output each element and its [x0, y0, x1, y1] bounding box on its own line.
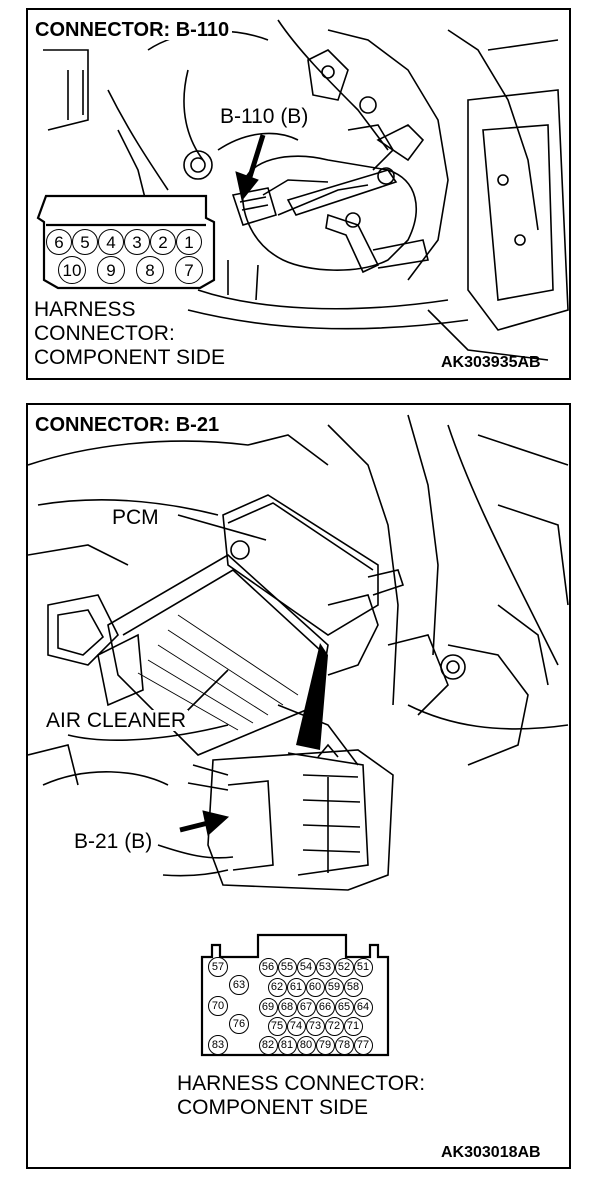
pin-5: 5 [72, 229, 98, 255]
b110-callout-label: B-110 (B) [218, 105, 311, 128]
pin-77: 77 [353, 1035, 373, 1055]
pin-10: 10 [58, 256, 86, 284]
pin-59: 59 [324, 977, 344, 997]
pin-51: 51 [353, 957, 373, 977]
pin-76: 76 [229, 1014, 249, 1034]
pin-56: 56 [258, 957, 278, 977]
pin-62: 62 [267, 977, 287, 997]
pin-7: 7 [175, 256, 203, 284]
pin-83: 83 [208, 1035, 228, 1055]
pin-70: 70 [208, 996, 228, 1016]
harness-label-line1: HARNESS CONNECTOR: [177, 1072, 426, 1095]
pin-73: 73 [305, 1016, 325, 1036]
harness-label-line2: CONNECTOR: [34, 322, 175, 345]
pin-6: 6 [46, 229, 72, 255]
pin-66: 66 [315, 997, 335, 1017]
pin-9: 9 [97, 256, 125, 284]
figure-code: AK303018AB [441, 1144, 541, 1161]
pin-79: 79 [315, 1035, 335, 1055]
pin-8: 8 [136, 256, 164, 284]
pin-75: 75 [267, 1016, 287, 1036]
pin-4: 4 [98, 229, 124, 255]
pin-78: 78 [334, 1035, 354, 1055]
pin-64: 64 [353, 997, 373, 1017]
harness-label-line2: COMPONENT SIDE [177, 1096, 368, 1119]
harness-label-line3: COMPONENT SIDE [34, 346, 225, 369]
pin-67: 67 [296, 997, 316, 1017]
harness-label-line1: HARNESS [34, 298, 136, 321]
pin-82: 82 [258, 1035, 278, 1055]
pcm-label: PCM [112, 506, 159, 529]
panel-title: CONNECTOR: B-110 [32, 20, 233, 40]
connector-b21-panel: CONNECTOR: B-21 PCM AIR CLEANER B-21 (B)… [26, 403, 571, 1169]
air-cleaner-label: AIR CLEANER [44, 709, 189, 732]
pin-63: 63 [229, 975, 249, 995]
pin-74: 74 [286, 1016, 306, 1036]
pin-53: 53 [315, 957, 335, 977]
pin-55: 55 [277, 957, 297, 977]
pin-52: 52 [334, 957, 354, 977]
panel-title: CONNECTOR: B-21 [32, 415, 223, 435]
pin-60: 60 [305, 977, 325, 997]
pin-58: 58 [343, 977, 363, 997]
pin-65: 65 [334, 997, 354, 1017]
pin-1: 1 [176, 229, 202, 255]
pin-81: 81 [277, 1035, 297, 1055]
pin-68: 68 [277, 997, 297, 1017]
pin-54: 54 [296, 957, 316, 977]
b21-callout-label: B-21 (B) [74, 830, 153, 853]
pin-69: 69 [258, 997, 278, 1017]
pin-72: 72 [324, 1016, 344, 1036]
pin-3: 3 [124, 229, 150, 255]
pin-2: 2 [150, 229, 176, 255]
figure-code: AK303935AB [441, 354, 541, 371]
pin-57: 57 [208, 957, 228, 977]
pin-71: 71 [343, 1016, 363, 1036]
pin-80: 80 [296, 1035, 316, 1055]
pin-61: 61 [286, 977, 306, 997]
